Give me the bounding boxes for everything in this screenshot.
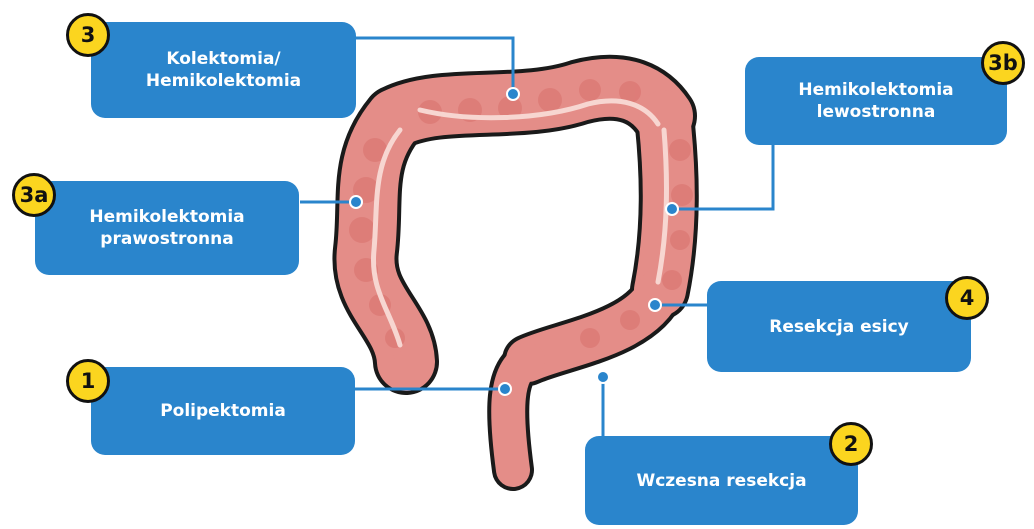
label-box-kolektomia: Kolektomia/Hemikolektomia bbox=[91, 22, 356, 118]
pointer-dot-3b bbox=[666, 203, 678, 215]
badge-3: 3 bbox=[66, 13, 110, 57]
badge-3a: 3a bbox=[12, 173, 56, 217]
label-line: Resekcja esicy bbox=[769, 316, 909, 338]
label-line: Hemikolektomia bbox=[146, 70, 301, 92]
pointer-dot-3 bbox=[507, 88, 519, 100]
badge-1: 1 bbox=[66, 359, 110, 403]
pointer-dot-1 bbox=[499, 383, 511, 395]
label-line: prawostronna bbox=[89, 228, 244, 250]
badge-4: 4 bbox=[945, 276, 989, 320]
label-line: Kolektomia/ bbox=[146, 48, 301, 70]
pointer-dot-3a bbox=[350, 196, 362, 208]
label-line: lewostronna bbox=[798, 101, 953, 123]
badge-3b: 3b bbox=[981, 41, 1025, 85]
label-line: Polipektomia bbox=[160, 400, 286, 422]
label-box-wczesna-resekcja: Wczesna resekcja bbox=[585, 436, 858, 525]
badge-2: 2 bbox=[829, 422, 873, 466]
label-box-polipektomia: Polipektomia bbox=[91, 367, 355, 455]
label-line: Hemikolektomia bbox=[798, 79, 953, 101]
pointer-dot-4 bbox=[649, 299, 661, 311]
label-line: Wczesna resekcja bbox=[636, 470, 806, 492]
colon-illustration bbox=[349, 79, 693, 470]
pointer-dot-2 bbox=[597, 371, 609, 383]
label-line: Hemikolektomia bbox=[89, 206, 244, 228]
label-box-resekcja-esicy: Resekcja esicy bbox=[707, 281, 971, 372]
